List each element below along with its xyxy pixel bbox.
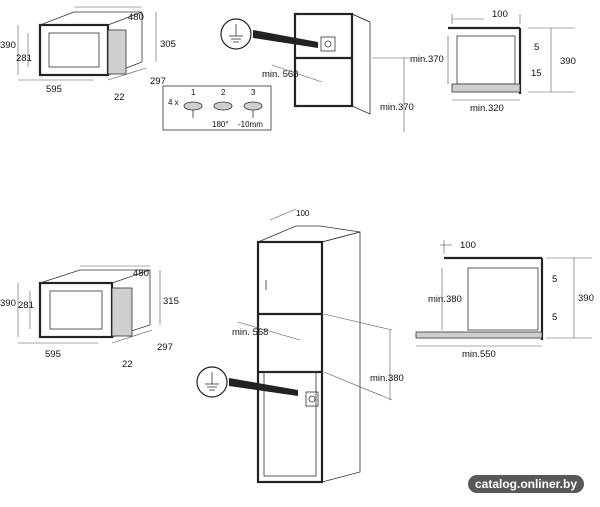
bottom-side-gap: 100 [460, 240, 476, 251]
top-offset-22: 22 [114, 92, 125, 103]
bottom-width-480: 480 [133, 268, 149, 279]
top-side-minh: min.370 [410, 54, 444, 65]
bottom-height-390: 390 [0, 298, 16, 309]
bottom-cabinet: 100 min. 568 min.380 [232, 208, 404, 484]
bottom-offset-22: 22 [122, 359, 133, 370]
top-side-bottomgap: 15 [531, 68, 542, 79]
top-width-480: 480 [128, 12, 144, 23]
step-angle: 180° [212, 120, 229, 129]
bottom-side-mind: min.550 [462, 349, 496, 360]
bottom-side: 100 min.380 min.550 390 5 5 [415, 240, 594, 360]
top-cabinet: min. 568 min.370 [262, 12, 414, 132]
bottom-cab-minheight: min.380 [370, 373, 404, 384]
top-steps: 4 x 1 2 3 180° -10mm [162, 85, 272, 131]
step-3: 3 [251, 88, 256, 97]
top-side: 100 min.370 min.320 390 5 15 [410, 9, 576, 114]
top-side-total: 390 [560, 56, 576, 67]
steps-count: 4 x [168, 98, 179, 107]
top-cab-minheight: min.370 [380, 102, 414, 113]
step-1: 1 [191, 88, 196, 97]
bottom-depth-315: 315 [163, 296, 179, 307]
bottom-microwave: 480 390 281 315 297 595 22 [0, 265, 179, 370]
top-side-gap: 100 [492, 9, 508, 20]
step-2: 2 [221, 88, 226, 97]
top-depth-297: 297 [150, 76, 166, 87]
top-side-topgap: 5 [534, 42, 539, 53]
top-ground [220, 18, 318, 50]
step-shift: -10mm [238, 120, 263, 129]
watermark: catalog.onliner.by [467, 475, 584, 493]
top-height-281: 281 [16, 53, 32, 64]
bottom-depth-297: 297 [157, 342, 173, 353]
bottom-side-topgap: 5 [552, 274, 557, 285]
bottom-side-bottomgap: 5 [552, 312, 557, 323]
bottom-cab-topgap: 100 [296, 209, 310, 218]
top-height-390: 390 [0, 40, 16, 51]
bottom-side-total: 390 [578, 293, 594, 304]
bottom-side-minh: min.380 [428, 294, 462, 305]
bottom-height-281: 281 [18, 300, 34, 311]
top-microwave: 480 390 281 305 297 595 22 [0, 6, 176, 103]
bottom-cab-minwidth: min. 568 [232, 327, 268, 338]
top-depth-305: 305 [160, 39, 176, 50]
top-front-595: 595 [46, 84, 62, 95]
bottom-front-595: 595 [45, 349, 61, 360]
top-side-mind: min.320 [470, 103, 504, 114]
bottom-ground [196, 366, 298, 398]
top-cab-minwidth: min. 568 [262, 69, 298, 80]
